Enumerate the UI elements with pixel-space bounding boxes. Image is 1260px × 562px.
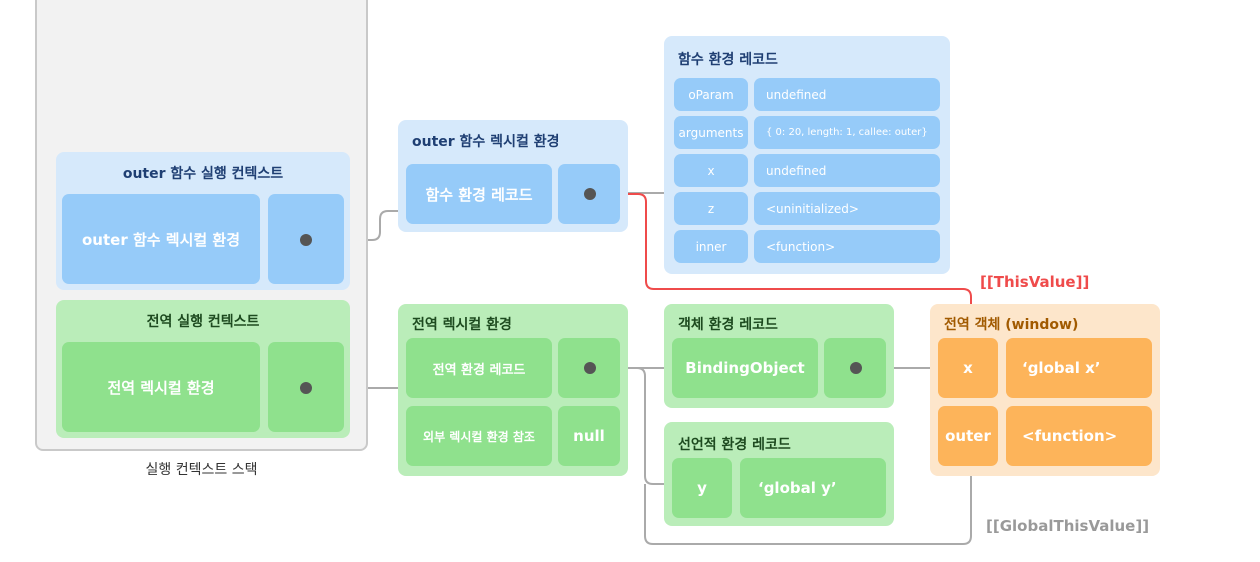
declarative-record-key: y — [672, 458, 732, 518]
link-outer-context-to-outer-lexical-env — [306, 210, 398, 241]
this-value-label: [[ThisValue]] — [980, 273, 1090, 291]
function-record-value: undefined — [754, 78, 940, 111]
global-env-record: 전역 환경 레코드 — [406, 338, 552, 398]
global-env-record-pointer-cell — [558, 338, 620, 398]
function-record-key: arguments — [674, 116, 748, 149]
global-object-key: x — [938, 338, 998, 398]
link-global-record-to-declarative-record — [620, 367, 664, 485]
function-record-key: z — [674, 192, 748, 225]
stack-label: 실행 컨텍스트 스택 — [145, 462, 258, 478]
outer-context-pointer-cell — [268, 194, 344, 284]
global-this-value-label: [[GlobalThisValue]] — [986, 517, 1150, 535]
link-this-value — [590, 193, 972, 305]
function-record-value: <uninitialized> — [754, 192, 940, 225]
object-env-record-title: 객체 환경 레코드 — [678, 317, 778, 333]
outer-lexical-env-title: outer 함수 렉시컬 환경 — [412, 134, 560, 150]
function-env-record-title: 함수 환경 레코드 — [678, 52, 778, 68]
function-record-value: <function> — [754, 230, 940, 263]
pointer-dot — [584, 362, 596, 374]
global-object-title: 전역 객체 (window) — [944, 317, 1079, 333]
global-context-lexical-env: 전역 렉시컬 환경 — [62, 342, 260, 432]
outer-lexical-env-pointer-cell — [558, 164, 620, 224]
outer-context-lexical-env: outer 함수 렉시컬 환경 — [62, 194, 260, 284]
outer-lexical-env-reference: 외부 렉시컬 환경 참조 — [406, 406, 552, 466]
global-object-value: ‘global x’ — [1006, 338, 1152, 398]
global-lexical-env-title: 전역 렉시컬 환경 — [412, 317, 512, 333]
binding-object: BindingObject — [672, 338, 818, 398]
function-record-value: undefined — [754, 154, 940, 187]
link-global-this-value — [644, 476, 972, 545]
declarative-record-value: ‘global y’ — [740, 458, 886, 518]
global-context-pointer-cell — [268, 342, 344, 432]
function-record-value: { 0: 20, length: 1, callee: outer} — [754, 116, 940, 149]
global-object-key: outer — [938, 406, 998, 466]
outer-reference-value: null — [558, 406, 620, 466]
pointer-dot — [300, 382, 312, 394]
declarative-env-record-title: 선언적 환경 레코드 — [678, 437, 791, 453]
outer-context-title: outer 함수 실행 컨텍스트 — [122, 166, 284, 182]
outer-lexical-env-record: 함수 환경 레코드 — [406, 164, 552, 224]
function-record-key: inner — [674, 230, 748, 263]
pointer-dot — [584, 188, 596, 200]
function-record-key: x — [674, 154, 748, 187]
binding-object-pointer-cell — [824, 338, 886, 398]
pointer-dot — [300, 234, 312, 246]
global-object-value: <function> — [1006, 406, 1152, 466]
global-context-title: 전역 실행 컨텍스트 — [146, 314, 260, 330]
pointer-dot — [850, 362, 862, 374]
function-record-key: oParam — [674, 78, 748, 111]
